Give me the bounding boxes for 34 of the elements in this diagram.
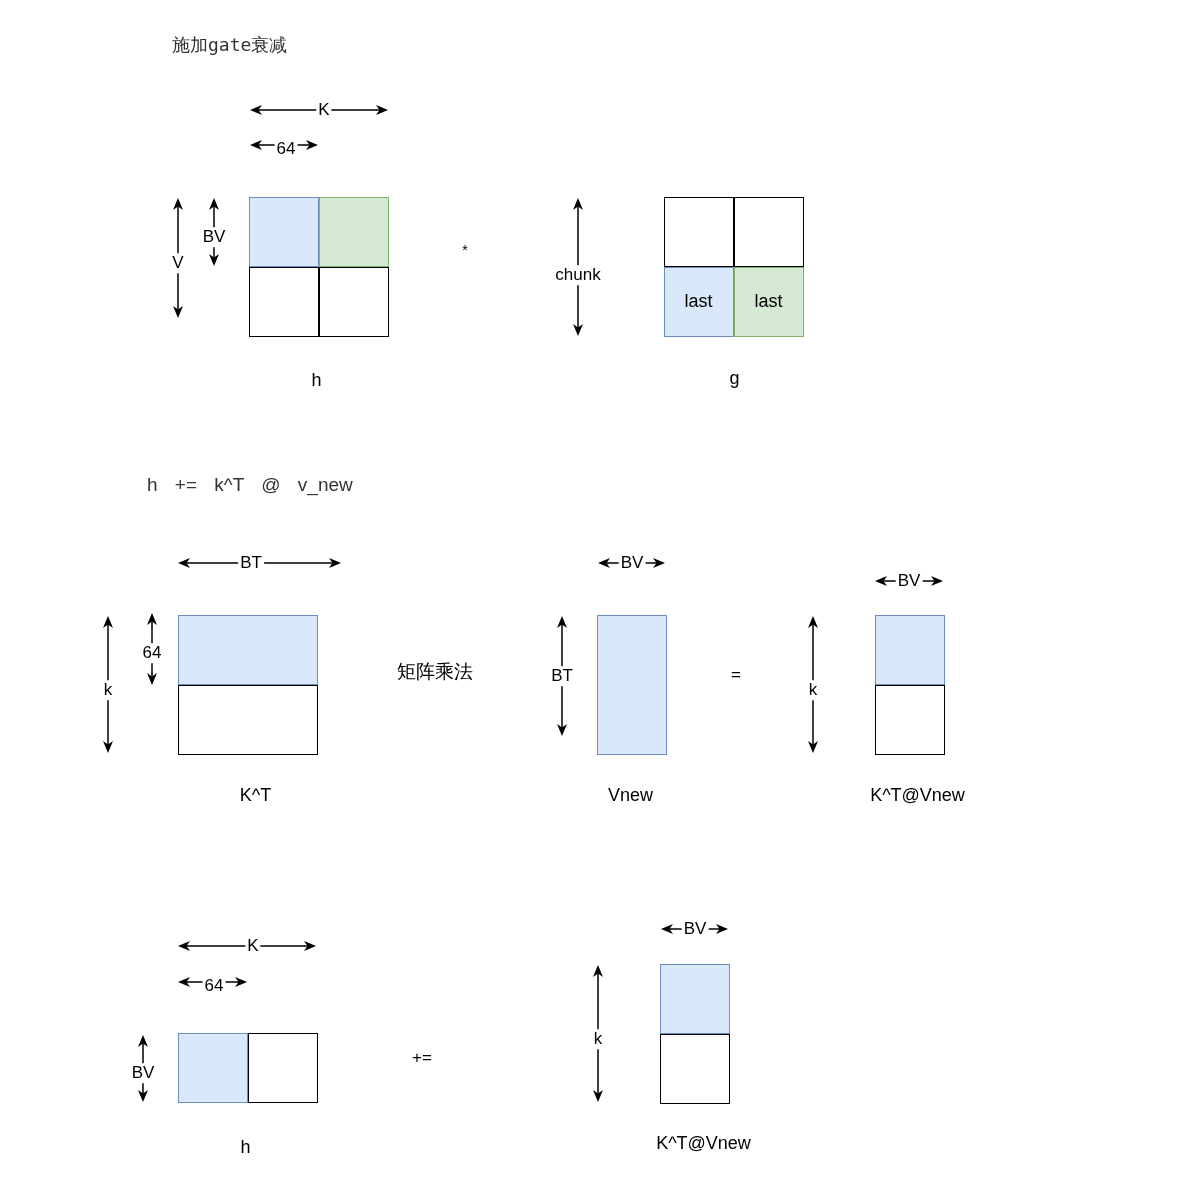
cell-label: last (684, 291, 713, 312)
operator-symbol: += (412, 1048, 432, 1068)
matrix-cell (248, 196, 319, 267)
matrix-cell (874, 614, 945, 685)
dimension-label: k (101, 680, 115, 700)
matrix-cell (177, 614, 318, 685)
dimension-label: 64 (140, 643, 164, 663)
operation-label: 矩阵乘法 (397, 661, 473, 683)
matrix-label: K^T@Vnew (870, 784, 965, 805)
matrix-cell (248, 266, 319, 337)
matrix-label: h (311, 369, 322, 390)
dimension-label: BT (549, 666, 575, 686)
matrix-cell (733, 266, 804, 337)
matrix-cell (177, 1032, 248, 1103)
matrix-label: K^T@Vnew (656, 1132, 751, 1153)
dimension-label: V (170, 253, 186, 273)
dimension-label: k (806, 680, 820, 700)
dimension-label: k (591, 1029, 605, 1049)
dimension-label: chunk (553, 265, 603, 285)
matrix-cell (663, 266, 734, 337)
section-heading: 施加gate衰减 (172, 34, 288, 56)
matrix-cell (663, 196, 734, 267)
matrix-cell (733, 196, 804, 267)
operator-symbol: * (462, 241, 468, 259)
matrix-label: K^T (239, 784, 272, 805)
matrix-cell (318, 196, 389, 267)
formula-text: h += k^T @ v_new (147, 474, 353, 496)
cell-label: last (754, 291, 783, 312)
matrix-cell (659, 963, 730, 1034)
operator-symbol: = (731, 665, 741, 685)
matrix-label: g (729, 367, 740, 388)
matrix-label: h (240, 1136, 251, 1157)
matrix-cell (318, 266, 389, 337)
matrix-label: Vnew (608, 784, 653, 805)
